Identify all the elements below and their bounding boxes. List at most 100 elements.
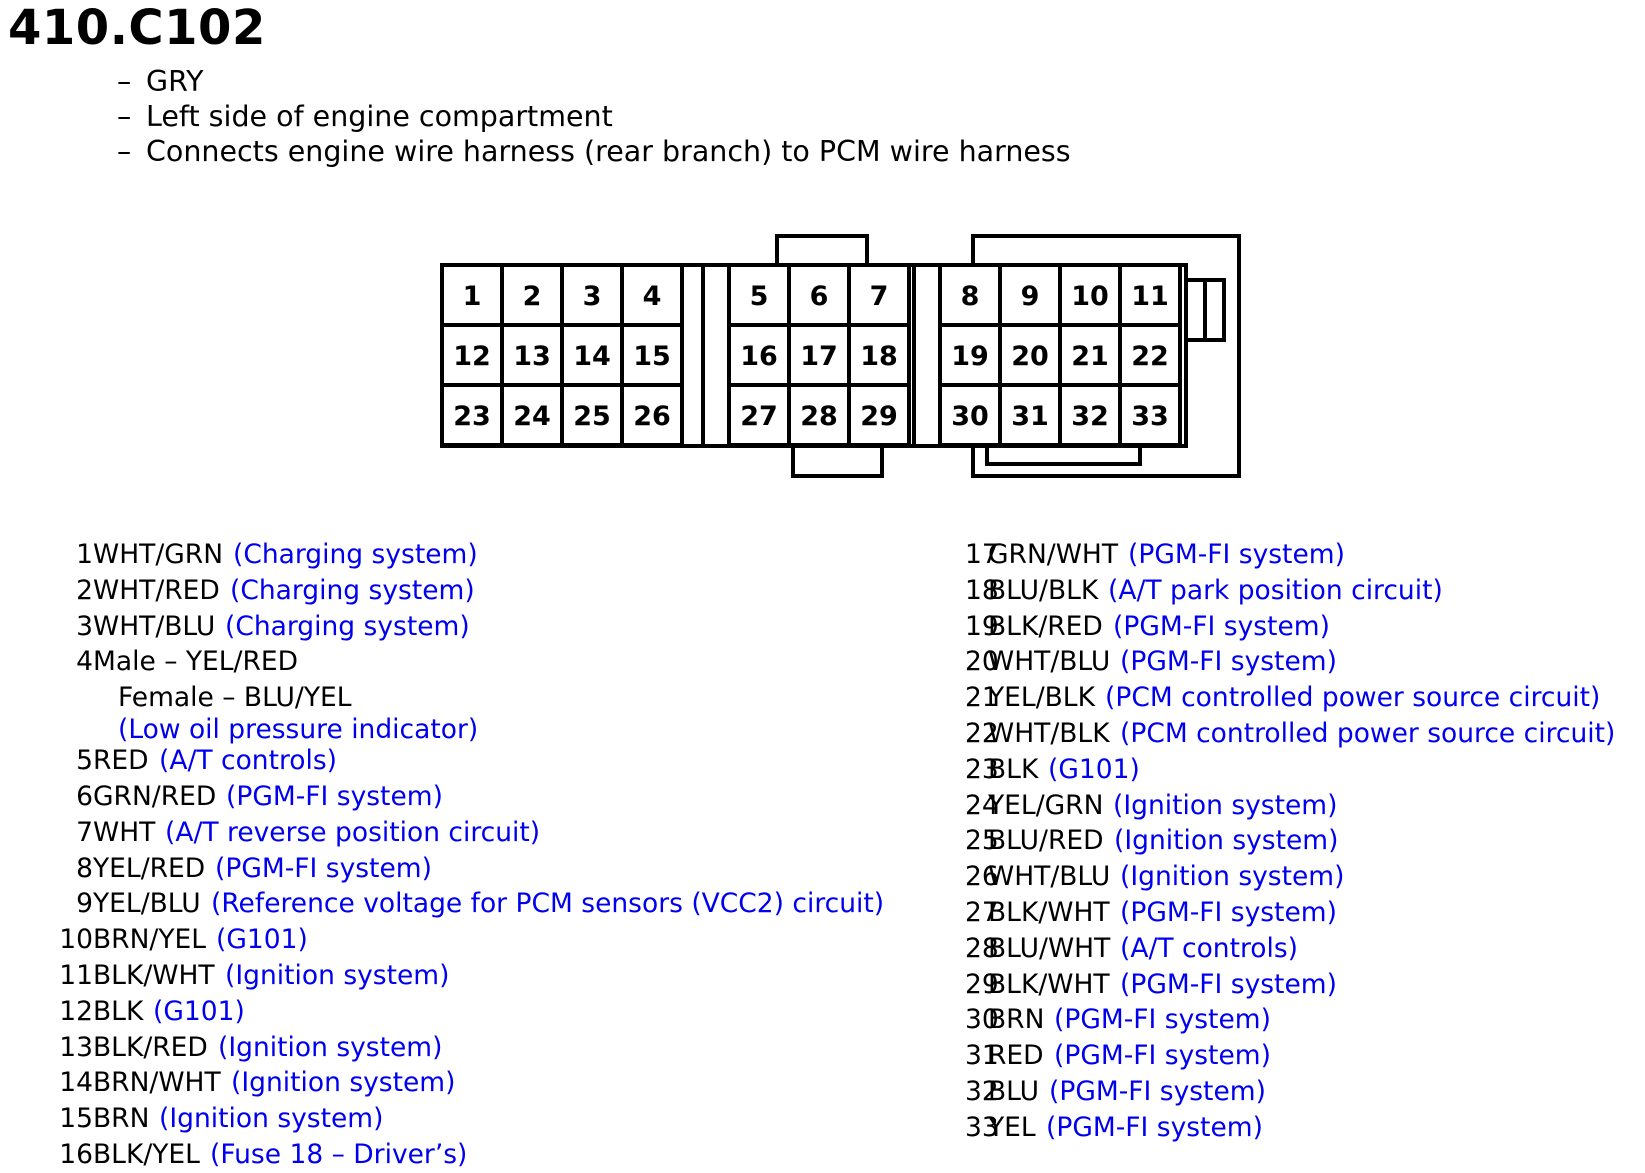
pin-number-label: 9: [1021, 281, 1040, 312]
wire-color: BLK/WHT: [988, 896, 1110, 928]
pin-number-label: 16: [740, 341, 778, 372]
pin-cavity: [998, 383, 1062, 447]
circuit-function: (Charging system): [233, 539, 478, 570]
circuit-function: (Ignition system): [159, 1103, 384, 1135]
note-dash: –: [117, 100, 132, 133]
pin-number: 18: [965, 574, 999, 606]
right-shroud: [971, 234, 1241, 478]
pin-number: 6: [76, 780, 93, 812]
wire-color: BLU/WHT: [988, 932, 1111, 964]
circuit-function: (Ignition system): [1114, 825, 1339, 857]
wire-color: BLK: [93, 995, 144, 1027]
pin-number: 29: [965, 968, 999, 1000]
wire-color: YEL/RED: [93, 852, 206, 884]
pin-number: 22: [965, 717, 999, 749]
pin-number: 12: [59, 995, 93, 1027]
note-dash: –: [117, 135, 132, 168]
pin-cavity: [787, 263, 851, 327]
pin-number: 3: [76, 610, 93, 642]
circuit-function: (Ignition system): [1120, 861, 1345, 893]
pin-number-label: 3: [583, 281, 602, 312]
circuit-function: (PGM-FI system): [1054, 1004, 1271, 1036]
circuit-function: (A/T controls): [1120, 932, 1299, 964]
wire-color: BRN/WHT: [93, 1067, 221, 1099]
pin-number: 32: [965, 1075, 999, 1107]
pin-number: 30: [965, 1004, 999, 1036]
wire-color: WHT/GRN: [93, 539, 224, 570]
divider-slot-right: [912, 263, 942, 448]
circuit-function: (PGM-FI system): [1046, 1111, 1263, 1143]
pin-number: 9: [76, 888, 93, 920]
pin-number-label: 20: [1011, 341, 1049, 372]
pin-number-label: 7: [870, 281, 889, 312]
pin-number-label: 6: [810, 281, 829, 312]
circuit-function: (Fuse 18 – Driver’s): [210, 1138, 468, 1170]
circuit-function: (A/T controls): [159, 745, 338, 777]
circuit-function: (Ignition system): [1113, 789, 1338, 821]
wire-color: WHT: [93, 816, 156, 848]
pin-number: 17: [965, 539, 999, 570]
pin-number-label: 4: [643, 281, 662, 312]
pin-number: 21: [965, 682, 999, 714]
wire-color: BLK/RED: [988, 610, 1103, 642]
bottom-slot: [985, 446, 1142, 466]
circuit-function: (Reference voltage for PCM sensors (VCC2…: [211, 888, 885, 920]
pin-number: 33: [965, 1111, 999, 1143]
pin-cavity: [560, 263, 624, 327]
pin-number: 8: [76, 852, 93, 884]
wire-color: GRN/RED: [93, 780, 217, 812]
wire-color: BLU: [988, 1075, 1040, 1107]
wire-color: BLK: [988, 753, 1039, 785]
pin-number-label: 12: [453, 341, 491, 372]
pin-number: 2: [76, 574, 93, 606]
connector-notes: –GRY –Left side of engine compartment –C…: [117, 64, 1071, 169]
pin-number-label: 22: [1131, 341, 1169, 372]
pin-number-label: 19: [951, 341, 989, 372]
circuit-function: (PGM-FI system): [1113, 610, 1330, 642]
wire-color: BLU/RED: [988, 825, 1104, 857]
pin-number: 28: [965, 932, 999, 964]
wire-color: RED: [988, 1040, 1044, 1072]
circuit-function: (G101): [153, 995, 245, 1027]
pin-number-label: 5: [750, 281, 769, 312]
pin-number-label: 30: [951, 401, 989, 432]
pin-number-label: 33: [1131, 401, 1169, 432]
pin-number-label: 28: [800, 401, 838, 432]
circuit-function: (PGM-FI system): [1120, 896, 1337, 928]
pin-number: 20: [965, 646, 999, 678]
wire-color: BLK/WHT: [93, 959, 215, 991]
wire-color: WHT/BLK: [988, 717, 1110, 749]
note-connects: –Connects engine wire harness (rear bran…: [117, 135, 1071, 168]
circuit-function: (PCM controlled power source circuit): [1105, 682, 1601, 714]
wire-color: RED: [93, 745, 149, 777]
pin-number: 24: [965, 789, 999, 821]
pin-number: 13: [59, 1031, 93, 1063]
top-latch-center: [775, 234, 869, 265]
pin-number-label: 23: [453, 401, 491, 432]
note-color: –GRY: [117, 65, 204, 98]
wire-color: GRN/WHT: [988, 539, 1119, 570]
wire-color: BRN: [93, 1103, 150, 1135]
note-location: –Left side of engine compartment: [117, 100, 613, 133]
pin-cavity: [440, 323, 504, 387]
wire-color: BLU/BLK: [988, 574, 1099, 606]
wire-color: YEL/GRN: [988, 789, 1104, 821]
pin-cavity: [847, 323, 911, 387]
wire-color: YEL/BLK: [988, 682, 1095, 714]
pin-number: 31: [965, 1040, 999, 1072]
pin-number: 7: [76, 816, 93, 848]
pin-number: 19: [965, 610, 999, 642]
wire-color: BRN/YEL: [93, 924, 207, 956]
pin-number: 23: [965, 753, 999, 785]
pin-number-label: 14: [573, 341, 611, 372]
circuit-function: (Charging system): [225, 610, 470, 642]
pin-number-label: 15: [633, 341, 671, 372]
pin-number-label: 26: [633, 401, 671, 432]
bottom-tab-center: [791, 446, 884, 478]
pin-number-label: 31: [1011, 401, 1049, 432]
pin-number-label: 32: [1071, 401, 1109, 432]
wire-color: YEL: [988, 1111, 1036, 1143]
circuit-function: (Charging system): [230, 574, 475, 606]
pin-number: 26: [965, 861, 999, 893]
